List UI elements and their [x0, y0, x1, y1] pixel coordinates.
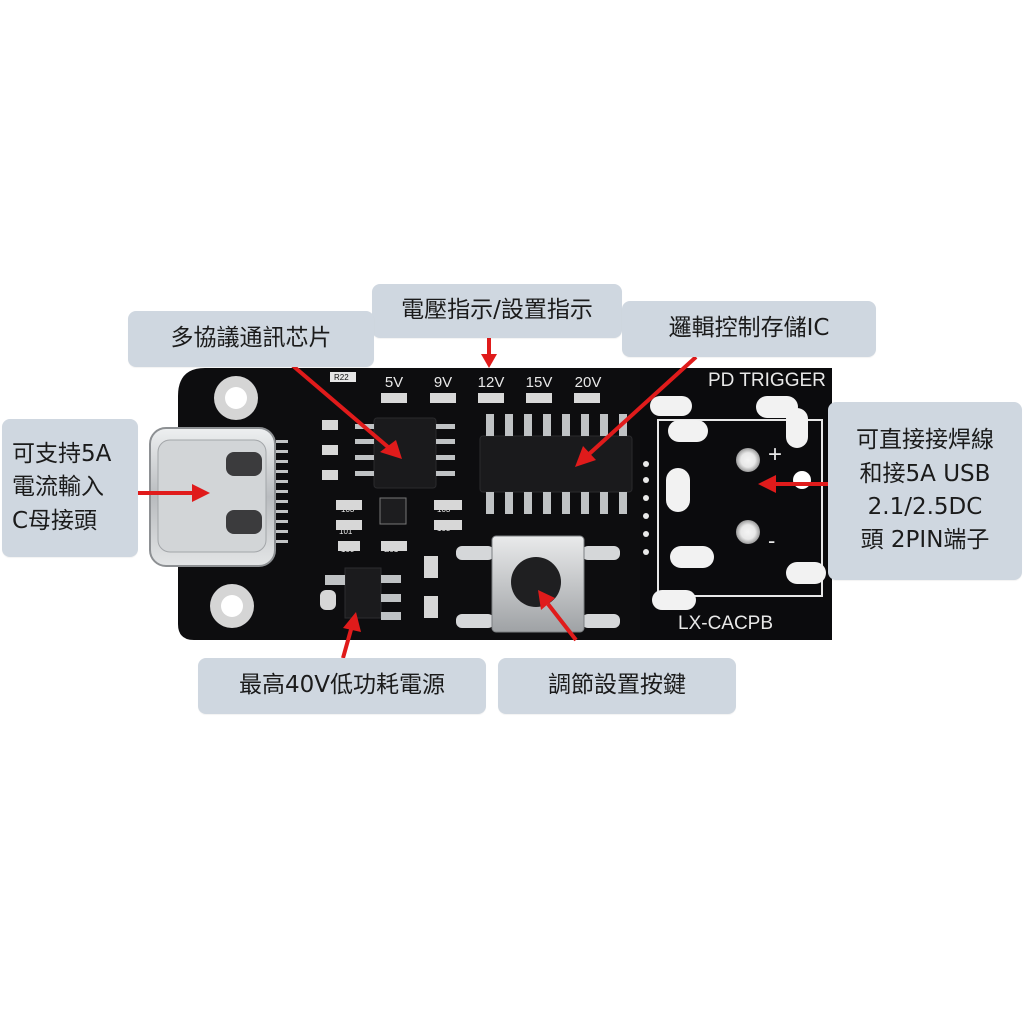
callout-arrows: [138, 338, 828, 659]
typec-input-line-2: 電流輸入: [12, 474, 104, 501]
label-output-terminal: 可直接接焊線 和接5A USB 2.1/2.5DC 頭 2PIN端子: [828, 402, 1022, 580]
pd-trigger-title: PD TRIGGER: [708, 370, 826, 391]
silk-101: 101: [339, 527, 353, 536]
power-regulator: [325, 567, 401, 620]
typec-input-line-3: C母接頭: [12, 507, 98, 534]
tactile-button: [456, 535, 620, 633]
minus-marking: -: [768, 528, 775, 553]
output-terminal-line-4: 頭 2PIN端子: [860, 527, 990, 554]
label-voltage-indicator: 電壓指示/設置指示: [372, 284, 622, 338]
voltage-label-5v: 5V: [385, 374, 403, 391]
usb-c-connector: [149, 427, 288, 567]
voltage-indicators: 5V 9V 12V 15V 20V: [381, 374, 601, 403]
label-multi-protocol-chip: 多協議通訊芯片: [128, 311, 374, 367]
label-adjust-button: 調節設置按鍵: [498, 658, 736, 714]
model-label: LX-CACPB: [678, 613, 773, 634]
output-terminal-line-3: 2.1/2.5DC: [867, 494, 983, 520]
plus-marking: +: [768, 441, 782, 468]
voltage-label-9v: 9V: [434, 374, 452, 391]
typec-input-line-1: 可支持5A: [12, 440, 112, 467]
voltage-label-15v: 15V: [526, 374, 553, 391]
mounting-holes: [210, 376, 258, 628]
label-typec-input: 可支持5A 電流輸入 C母接頭: [2, 419, 138, 557]
voltage-label-12v: 12V: [478, 374, 505, 391]
output-terminal-line-2: 和接5A USB: [859, 460, 991, 487]
passive-components: [320, 420, 462, 618]
output-terminal-line-1: 可直接接焊線: [856, 427, 994, 454]
label-power-supply: 最高40V低功耗電源: [198, 658, 486, 714]
voltage-label-20v: 20V: [575, 374, 602, 391]
label-logic-ic: 邏輯控制存儲IC: [622, 301, 876, 357]
silk-r22: R22: [334, 373, 349, 382]
